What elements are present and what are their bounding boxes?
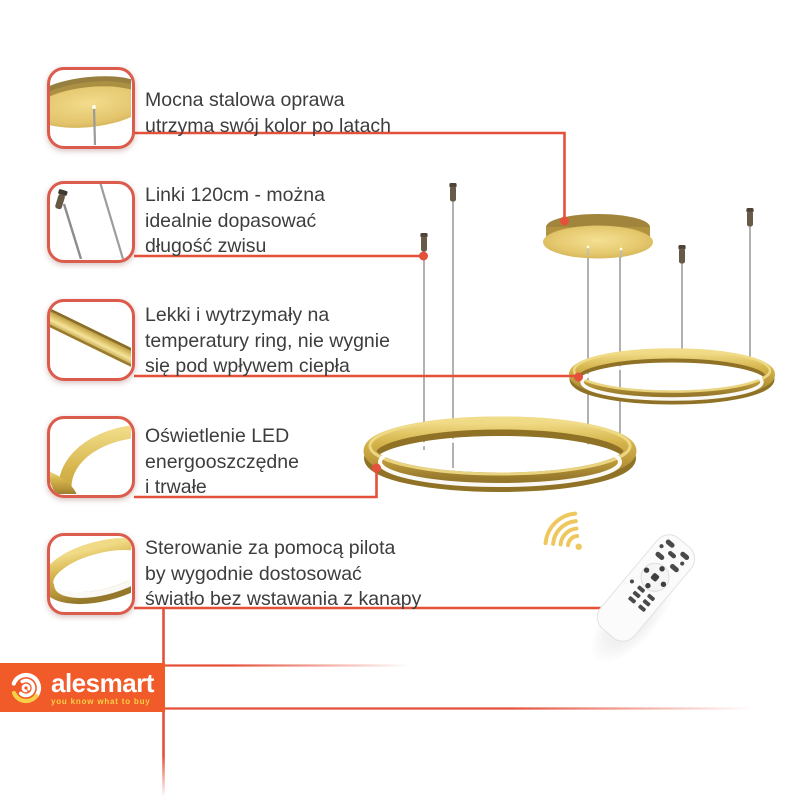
ceiling-canopy (543, 214, 653, 259)
callout-box-ring-edge (47, 533, 135, 615)
remote-dpad-marks (643, 566, 667, 589)
logo-brand-text: alesmart (51, 667, 154, 698)
ring-edge-closeup-image (50, 538, 131, 605)
logo-tagline-text: you know what to buy (51, 696, 151, 706)
wifi-signal-icon (543, 511, 582, 550)
callout-label-line: długość zwisu (145, 235, 267, 257)
ring-profile-closeup-image (50, 302, 131, 377)
ceiling-canopy-closeup-image (50, 76, 131, 145)
connector-line-canopy (134, 131, 566, 218)
callout-label-ring: Lekki i wytrzymały na temperatury ring, … (145, 303, 390, 380)
callout-label-line: i trwałe (145, 476, 207, 498)
callout-label-line: Linki 120cm - można (145, 184, 325, 206)
callout-label-line: by wygodnie dostosować (145, 562, 362, 585)
ring-large (363, 416, 637, 492)
callout-box-led (47, 416, 135, 498)
logo-banner: alesmart you know what to buy (0, 663, 165, 712)
callout-box-canopy (47, 67, 135, 149)
callout-box-ring-profile (47, 299, 135, 381)
callout-label-line: energooszczędne (145, 450, 299, 473)
callout-label-remote: Sterowanie za pomocą pilota by wygodnie … (145, 536, 421, 613)
callout-label-cables: Linki 120cm - można idealnie dopasować d… (145, 183, 325, 260)
cable-connectors (420, 183, 754, 264)
callout-box-cables (47, 181, 135, 263)
callout-label-canopy: Mocna stalowa oprawa utrzyma swój kolor … (145, 88, 391, 139)
suspension-cables-closeup-image (55, 184, 125, 259)
led-lighting-closeup-image (50, 425, 131, 494)
callout-label-line: temperatury ring, nie wygnie (145, 329, 390, 352)
callout-label-line: się pod wpływem ciepła (145, 355, 350, 377)
callout-label-line: Sterowanie za pomocą pilota (145, 537, 396, 559)
callout-label-line: Oświetlenie LED (145, 425, 290, 447)
callout-label-line: światło bez wstawania z kanapy (145, 588, 422, 610)
callout-label-line: utrzyma swój kolor po latach (145, 114, 392, 137)
decor-lines (150, 664, 752, 710)
connector-line-led (134, 471, 378, 499)
callout-label-led: Oświetlenie LED energooszczędne i trwałe (145, 424, 299, 501)
callout-label-line: idealnie dopasować (145, 209, 317, 232)
callout-label-line: Mocna stalowa oprawa (145, 89, 345, 111)
alesmart-swirl-icon (10, 672, 42, 703)
callout-label-line: Lekki i wytrzymały na (145, 304, 330, 326)
remote-control (590, 534, 696, 664)
remote-buttons (655, 539, 690, 573)
remote-lower-buttons (628, 579, 655, 612)
ring-small (569, 348, 775, 405)
